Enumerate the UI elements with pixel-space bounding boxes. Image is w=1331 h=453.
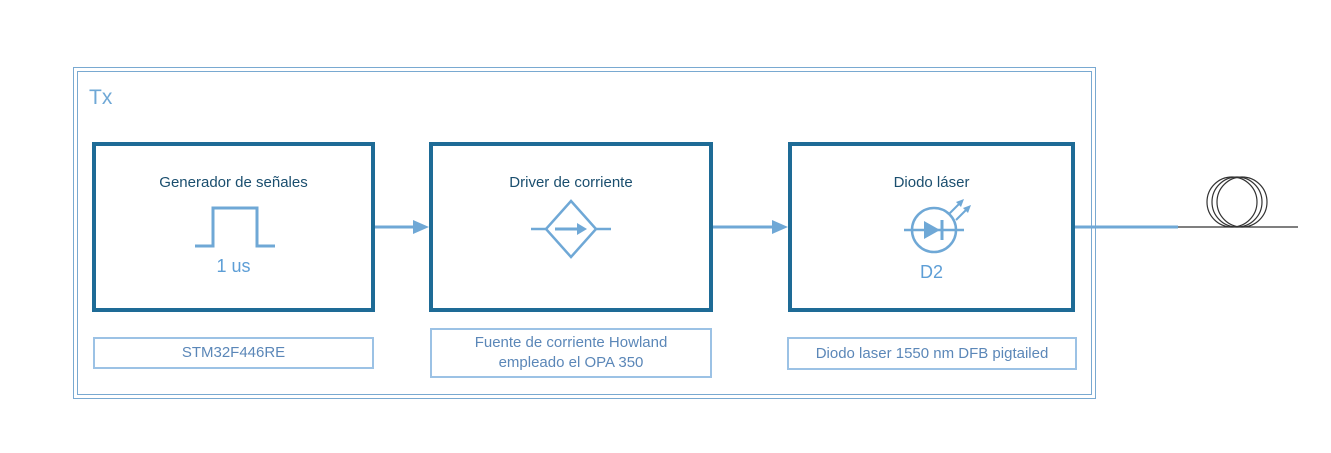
tx-group-inner-border bbox=[77, 71, 1092, 395]
tx-group-label: Tx bbox=[89, 86, 113, 109]
fiber-coil-icon bbox=[1178, 176, 1298, 228]
diode-reference-label: D2 bbox=[919, 262, 943, 282]
dependent-current-source-icon bbox=[531, 199, 611, 259]
note-laser-diode: Diodo laser 1550 nm DFB pigtailed bbox=[787, 337, 1077, 370]
arrow-driver-to-diode bbox=[713, 220, 788, 234]
signal-generator-title: Generador de señales bbox=[159, 174, 308, 191]
arrow-generator-to-driver bbox=[375, 220, 429, 234]
signal-generator-block: Generador de señales 1 us bbox=[92, 142, 375, 312]
laser-diode-icon bbox=[904, 199, 971, 254]
laser-diode-block: Diodo láser D2 bbox=[788, 142, 1075, 312]
current-driver-block: Driver de corriente bbox=[429, 142, 713, 312]
tx-group-outer-border bbox=[73, 67, 1096, 399]
note-howland-source: Fuente de corriente Howland empleado el … bbox=[430, 328, 712, 378]
note-microcontroller: STM32F446RE bbox=[93, 337, 374, 369]
square-pulse-icon bbox=[195, 206, 275, 248]
pulse-width-label: 1 us bbox=[216, 256, 251, 276]
laser-diode-title: Diodo láser bbox=[893, 174, 970, 191]
current-driver-title: Driver de corriente bbox=[509, 174, 633, 191]
